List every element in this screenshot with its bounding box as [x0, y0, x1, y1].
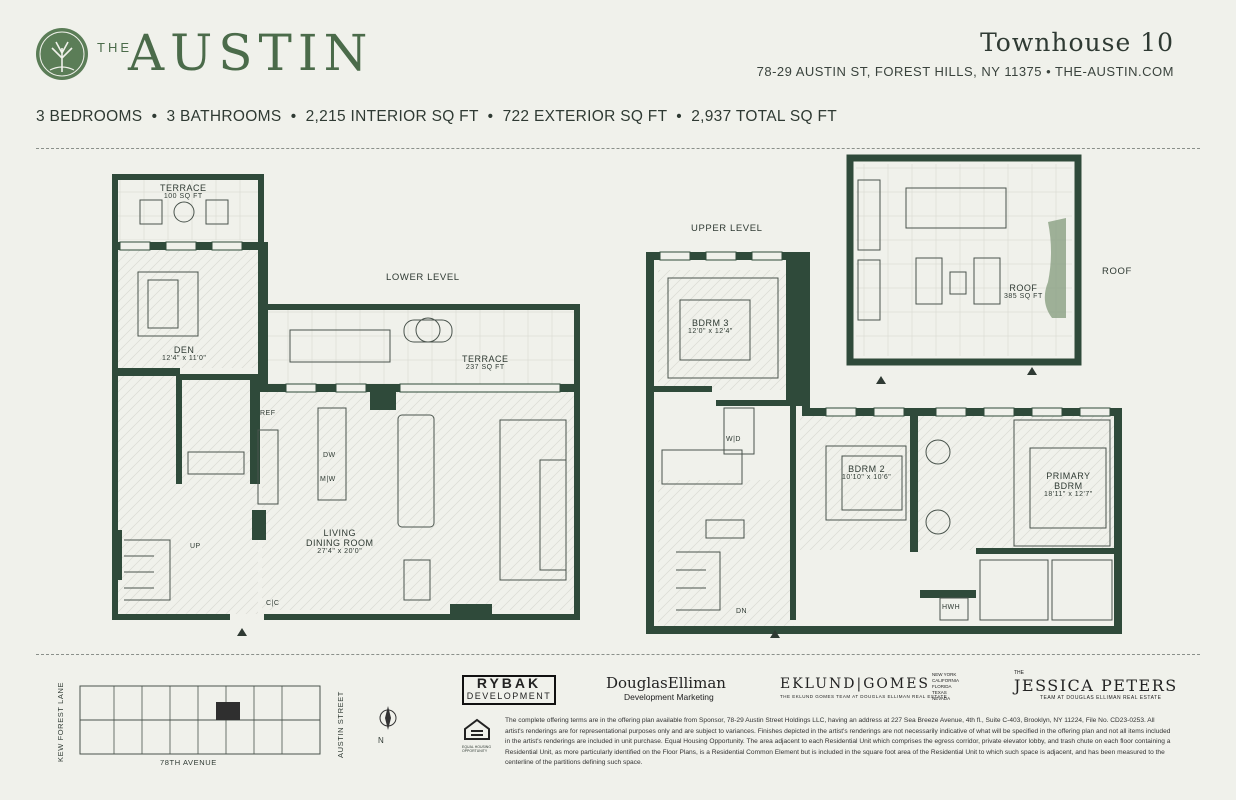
room-name-2: DINING ROOM	[306, 538, 374, 548]
divider-bottom	[36, 654, 1200, 655]
elliman-name: DouglasElliman	[606, 674, 726, 692]
hall-floor	[118, 374, 258, 614]
room-bdrm2: BDRM 2 10'10" x 10'6"	[842, 464, 891, 481]
room-living-dining: LIVING DINING ROOM 27'4" x 20'0"	[306, 528, 374, 555]
elliman-logo: DouglasElliman Development Marketing	[606, 674, 726, 702]
compass-north: N	[378, 736, 384, 745]
terrace-mid-area	[268, 310, 574, 384]
level-label-upper: UPPER LEVEL	[691, 223, 763, 234]
roof-plan	[846, 154, 1082, 366]
eklund-logo: EKLUND|GOMES THE EKLUND GOMES TEAM AT DO…	[780, 676, 947, 699]
elliman-sub: Development Marketing	[624, 692, 714, 702]
jessica-peters-logo: THE JESSICA PETERS TEAM AT DOUGLAS ELLIM…	[1014, 670, 1178, 701]
rybak-sub: DEVELOPMENT	[466, 691, 552, 701]
brand-the: THE	[97, 40, 132, 55]
fixture-hwh: HWH	[942, 604, 961, 611]
stair-down: DN	[736, 608, 748, 615]
eklund-name: EKLUND|GOMES	[780, 676, 931, 692]
room-name: LIVING	[323, 528, 356, 538]
room-size: 18'11" x 12'7"	[1044, 491, 1093, 498]
room-terrace-mid: TERRACE 237 SQ FT	[462, 354, 509, 371]
jp-the: THE	[1014, 670, 1024, 676]
terrace-top-area	[118, 180, 258, 240]
room-size: 12'0" x 12'4"	[688, 328, 733, 335]
street-austin: AUSTIN STREET	[336, 691, 345, 758]
street-kew-forest: KEW FOREST LANE	[56, 681, 65, 762]
unit-title: Townhouse 10	[980, 28, 1174, 57]
den-floor	[118, 248, 258, 368]
room-name: ROOF	[1009, 283, 1038, 293]
tree-icon	[36, 28, 88, 80]
room-name: BDRM 3	[691, 318, 729, 328]
room-size: 385 SQ FT	[1004, 293, 1043, 300]
fixture-dw: DW	[323, 452, 336, 459]
room-name: TERRACE	[160, 183, 207, 193]
room-name: BDRM 2	[848, 464, 886, 474]
room-den: DEN 12'4" x 11'0"	[162, 345, 206, 362]
jp-sub: TEAM AT DOUGLAS ELLIMAN REAL ESTATE	[1040, 695, 1162, 701]
fixture-mw: M|W	[320, 476, 336, 483]
divider-top	[36, 148, 1200, 149]
fixture-ref: REF	[260, 410, 276, 417]
eklund-states: NEW YORK CALIFORNIA FLORIDA TEXAS NEVADA	[932, 672, 959, 701]
room-bdrm3: BDRM 3 12'0" x 12'4"	[688, 318, 733, 335]
jp-name: JESSICA PETERS	[1014, 676, 1178, 695]
address: 78-29 AUSTIN ST, FOREST HILLS, NY 11375 …	[756, 64, 1174, 79]
eklund-sub: THE EKLUND GOMES TEAM AT DOUGLAS ELLIMAN…	[780, 694, 948, 699]
fixture-wd: W|D	[726, 436, 741, 443]
room-name-2: BDRM	[1054, 481, 1083, 491]
living-floor	[262, 392, 574, 610]
eho-text: EQUAL HOUSING OPPORTUNITY	[462, 745, 492, 753]
rybak-logo: RYBAK DEVELOPMENT	[462, 675, 556, 705]
street-78th: 78TH AVENUE	[160, 758, 217, 767]
level-label-roof: ROOF	[1102, 266, 1132, 277]
house-icon	[464, 718, 490, 740]
key-plan	[79, 685, 321, 755]
room-name: DEN	[173, 345, 195, 355]
room-size: 237 SQ FT	[465, 364, 505, 371]
level-label-lower: LOWER LEVEL	[386, 272, 460, 283]
legal-disclaimer: The complete offering terms are in the o…	[505, 717, 1171, 766]
lower-level-plan	[112, 174, 580, 620]
room-size: 10'10" x 10'6"	[842, 474, 892, 481]
room-terrace-top: TERRACE 100 SQ FT	[160, 183, 207, 200]
room-name: PRIMARY	[1046, 471, 1091, 481]
brand-name: AUSTIN	[128, 24, 374, 82]
room-size: 100 SQ FT	[163, 193, 203, 200]
room-primary: PRIMARY BDRM 18'11" x 12'7"	[1044, 471, 1093, 498]
rybak-name: RYBAK	[476, 675, 542, 691]
stair-up: UP	[190, 543, 201, 550]
room-roof: ROOF 385 SQ FT	[1004, 283, 1043, 300]
room-size: 12'4" x 11'0"	[162, 355, 207, 362]
fixture-cc: C|C	[266, 600, 280, 607]
upper-level-plan	[646, 251, 1122, 634]
room-size: 27'4" x 20'0"	[317, 548, 363, 555]
equal-housing-logo: EQUAL HOUSING OPPORTUNITY	[462, 718, 492, 753]
unit-specs: 3 BEDROOMS • 3 BATHROOMS • 2,215 INTERIO…	[36, 108, 838, 125]
room-name: TERRACE	[462, 354, 509, 364]
compass-icon	[379, 706, 397, 730]
